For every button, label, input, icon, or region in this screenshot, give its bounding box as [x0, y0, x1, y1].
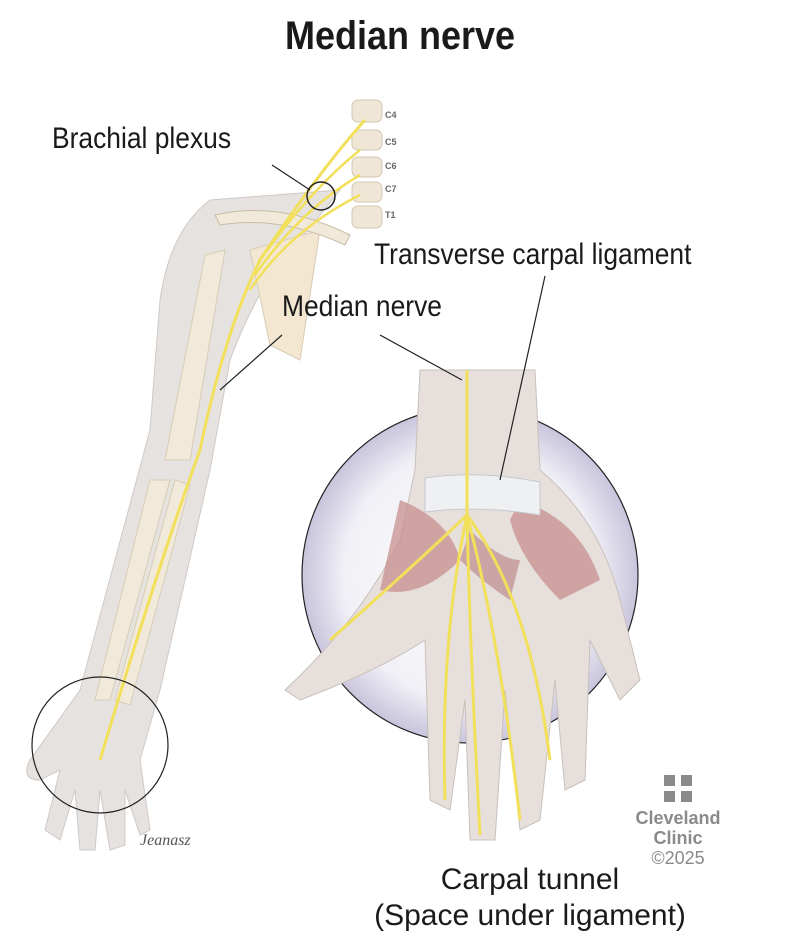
vertebra-label: C4 — [385, 110, 397, 120]
thenar-muscle — [380, 500, 460, 592]
leader-lines — [219, 164, 546, 481]
label-transverse-carpal-ligament: Transverse carpal ligament — [374, 238, 692, 271]
logo-line1: Cleveland — [635, 808, 721, 828]
artist-signature: Jeanasz — [140, 832, 191, 849]
cervical-spine — [351, 99, 383, 229]
clavicle-bone — [214, 210, 351, 246]
label-brachial-plexus: Brachial plexus — [52, 122, 232, 155]
hand-median-nerve — [329, 370, 552, 836]
hypothenar-muscle — [510, 500, 600, 600]
vertebra-label: T1 — [385, 210, 396, 220]
caption-line1: Carpal tunnel — [440, 863, 620, 896]
label-median-nerve: Median nerve — [282, 290, 442, 323]
transverse-carpal-ligament — [424, 474, 541, 516]
logo-line2: Clinic — [653, 828, 703, 848]
forearm-bones — [94, 479, 191, 706]
caption-line2: (Space under ligament) — [374, 899, 686, 932]
humerus-bone — [164, 249, 226, 461]
carpal-tunnel-caption: Carpal tunnel (Space under ligament) — [340, 862, 720, 934]
logo-copyright: ©2025 — [651, 848, 705, 868]
vertebra-label: C5 — [385, 137, 397, 147]
wrist-zoom-circle — [31, 676, 169, 814]
page-title: Median nerve — [284, 14, 516, 58]
cleveland-clinic-logo-icon — [664, 775, 692, 802]
vertebra-label: C7 — [385, 184, 397, 194]
vertebra-label: C6 — [385, 161, 397, 171]
brachial-plexus-marker — [306, 181, 336, 211]
cleveland-clinic-logo: Cleveland Clinic ©2025 — [628, 772, 728, 868]
